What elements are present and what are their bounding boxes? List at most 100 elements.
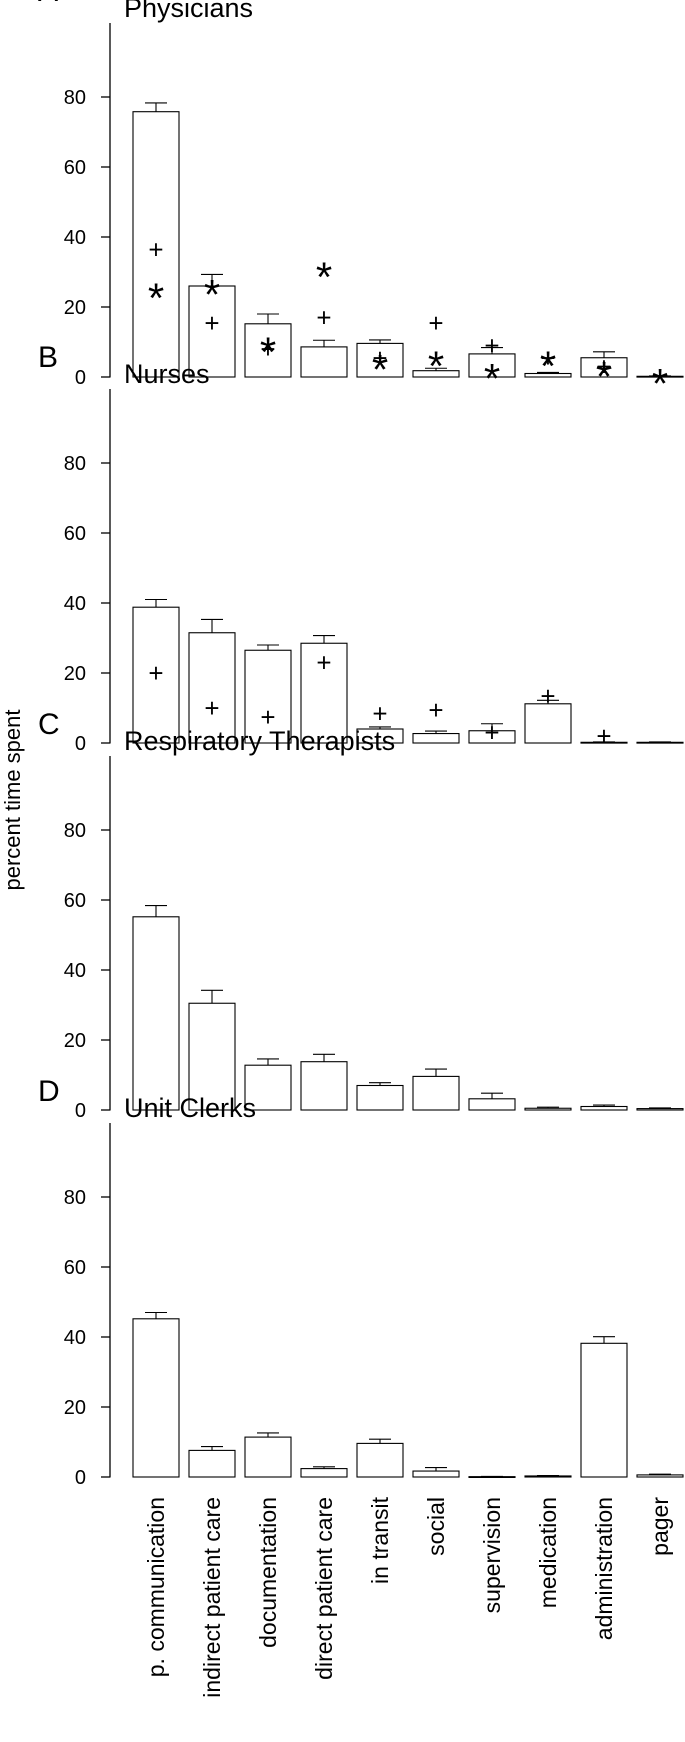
bar [188,632,236,744]
plus-marker: + [316,303,331,333]
star-marker: * [204,271,220,318]
bar [580,1105,628,1111]
bar [300,1468,348,1478]
bar [244,649,292,744]
y-tick-label: 80 [64,1187,86,1209]
star-marker: * [428,343,444,390]
category-label: direct patient care [311,1497,337,1680]
plus-marker: + [484,331,499,361]
category-label: administration [591,1497,617,1640]
star-marker: * [484,355,500,402]
bar [468,1098,516,1111]
bar [524,703,572,744]
star-marker: * [540,343,556,390]
star-marker: * [260,329,276,376]
bar [636,1108,684,1111]
plus-marker: + [260,334,275,364]
bar [132,916,180,1111]
bar [300,1061,348,1111]
bar [356,1442,404,1478]
y-tick-label: 20 [64,1397,86,1419]
bar [188,285,236,378]
star-marker: * [652,360,668,407]
y-tick-label: 60 [64,890,86,912]
plus-marker: + [596,352,611,382]
bar [580,1342,628,1478]
bar [356,342,404,378]
y-tick-label: 60 [64,157,86,179]
y-tick-label: 40 [64,227,86,249]
bar [300,346,348,378]
y-tick-label: 80 [64,453,86,475]
category-label: social [423,1497,449,1556]
bar [412,732,460,744]
bar [244,1436,292,1478]
panel-title: Nurses [124,359,210,389]
category-label: indirect patient care [199,1497,225,1698]
plus-marker: + [540,681,555,711]
star-marker: * [372,346,388,393]
panel-b: 0 20 40 60 80 B Nurses + + + + + + + + + [38,341,684,755]
plus-marker: + [372,343,387,373]
star-marker: * [596,353,612,400]
y-tick-label: 60 [64,523,86,545]
y-tick-label: 80 [64,87,86,109]
y-axis-label: percent time spent [0,710,25,891]
y-tick-label: 0 [75,733,86,755]
y-tick-label: 0 [75,367,86,389]
y-tick-label: 60 [64,1257,86,1279]
panel-title: Unit Clerks [124,1093,256,1123]
panel-title: Physicians [124,0,253,23]
panel-d: 0 20 40 60 80 D Unit Clerks [38,1075,684,1489]
y-tick-label: 20 [64,297,86,319]
category-labels: p. communication indirect patient care doc… [143,1496,673,1697]
category-label: medication [535,1497,561,1608]
panel-a: 020406080APhysicians+*+*+*+*+*+*+*+*+** [38,0,684,407]
y-tick-label: 80 [64,820,86,842]
plus-marker: + [372,698,387,728]
plus-marker: + [316,648,331,678]
panel-letter: A [38,0,58,8]
y-tick-label: 40 [64,960,86,982]
y-tick-label: 40 [64,1327,86,1349]
category-label: supervision [479,1497,505,1613]
y-tick-label: 20 [64,1030,86,1052]
plus-marker: + [540,343,555,373]
star-marker: * [148,274,164,321]
panel-letter: C [38,708,60,741]
bar [188,1449,236,1478]
bar [244,1064,292,1111]
y-tick-label: 20 [64,663,86,685]
plus-marker: + [204,693,219,723]
bar [244,323,292,378]
bar [356,1084,404,1111]
bar [412,1470,460,1478]
bar [188,1002,236,1111]
bar [636,1474,684,1478]
bar [412,1075,460,1111]
y-tick-label: 40 [64,593,86,615]
plus-marker: + [148,658,163,688]
bar [132,1318,180,1478]
plus-marker: + [484,718,499,748]
category-label: in transit [367,1496,393,1584]
plus-marker: + [428,308,443,338]
star-marker: * [316,253,332,300]
bar [132,606,180,744]
y-tick-label: 0 [75,1100,86,1122]
plus-marker: + [596,721,611,751]
panels: 020406080APhysicians+*+*+*+*+*+*+*+*+**0… [38,0,684,1489]
panel-letter: D [38,1075,60,1108]
category-label: pager [647,1497,673,1556]
plus-marker: + [204,308,219,338]
plus-marker: + [260,702,275,732]
category-label: p. communication [143,1497,169,1677]
bar [524,1107,572,1111]
bar [132,111,180,378]
category-label: documentation [255,1497,281,1648]
plus-marker: + [428,695,443,725]
panel-letter: B [38,341,58,374]
plus-marker: + [148,234,163,264]
